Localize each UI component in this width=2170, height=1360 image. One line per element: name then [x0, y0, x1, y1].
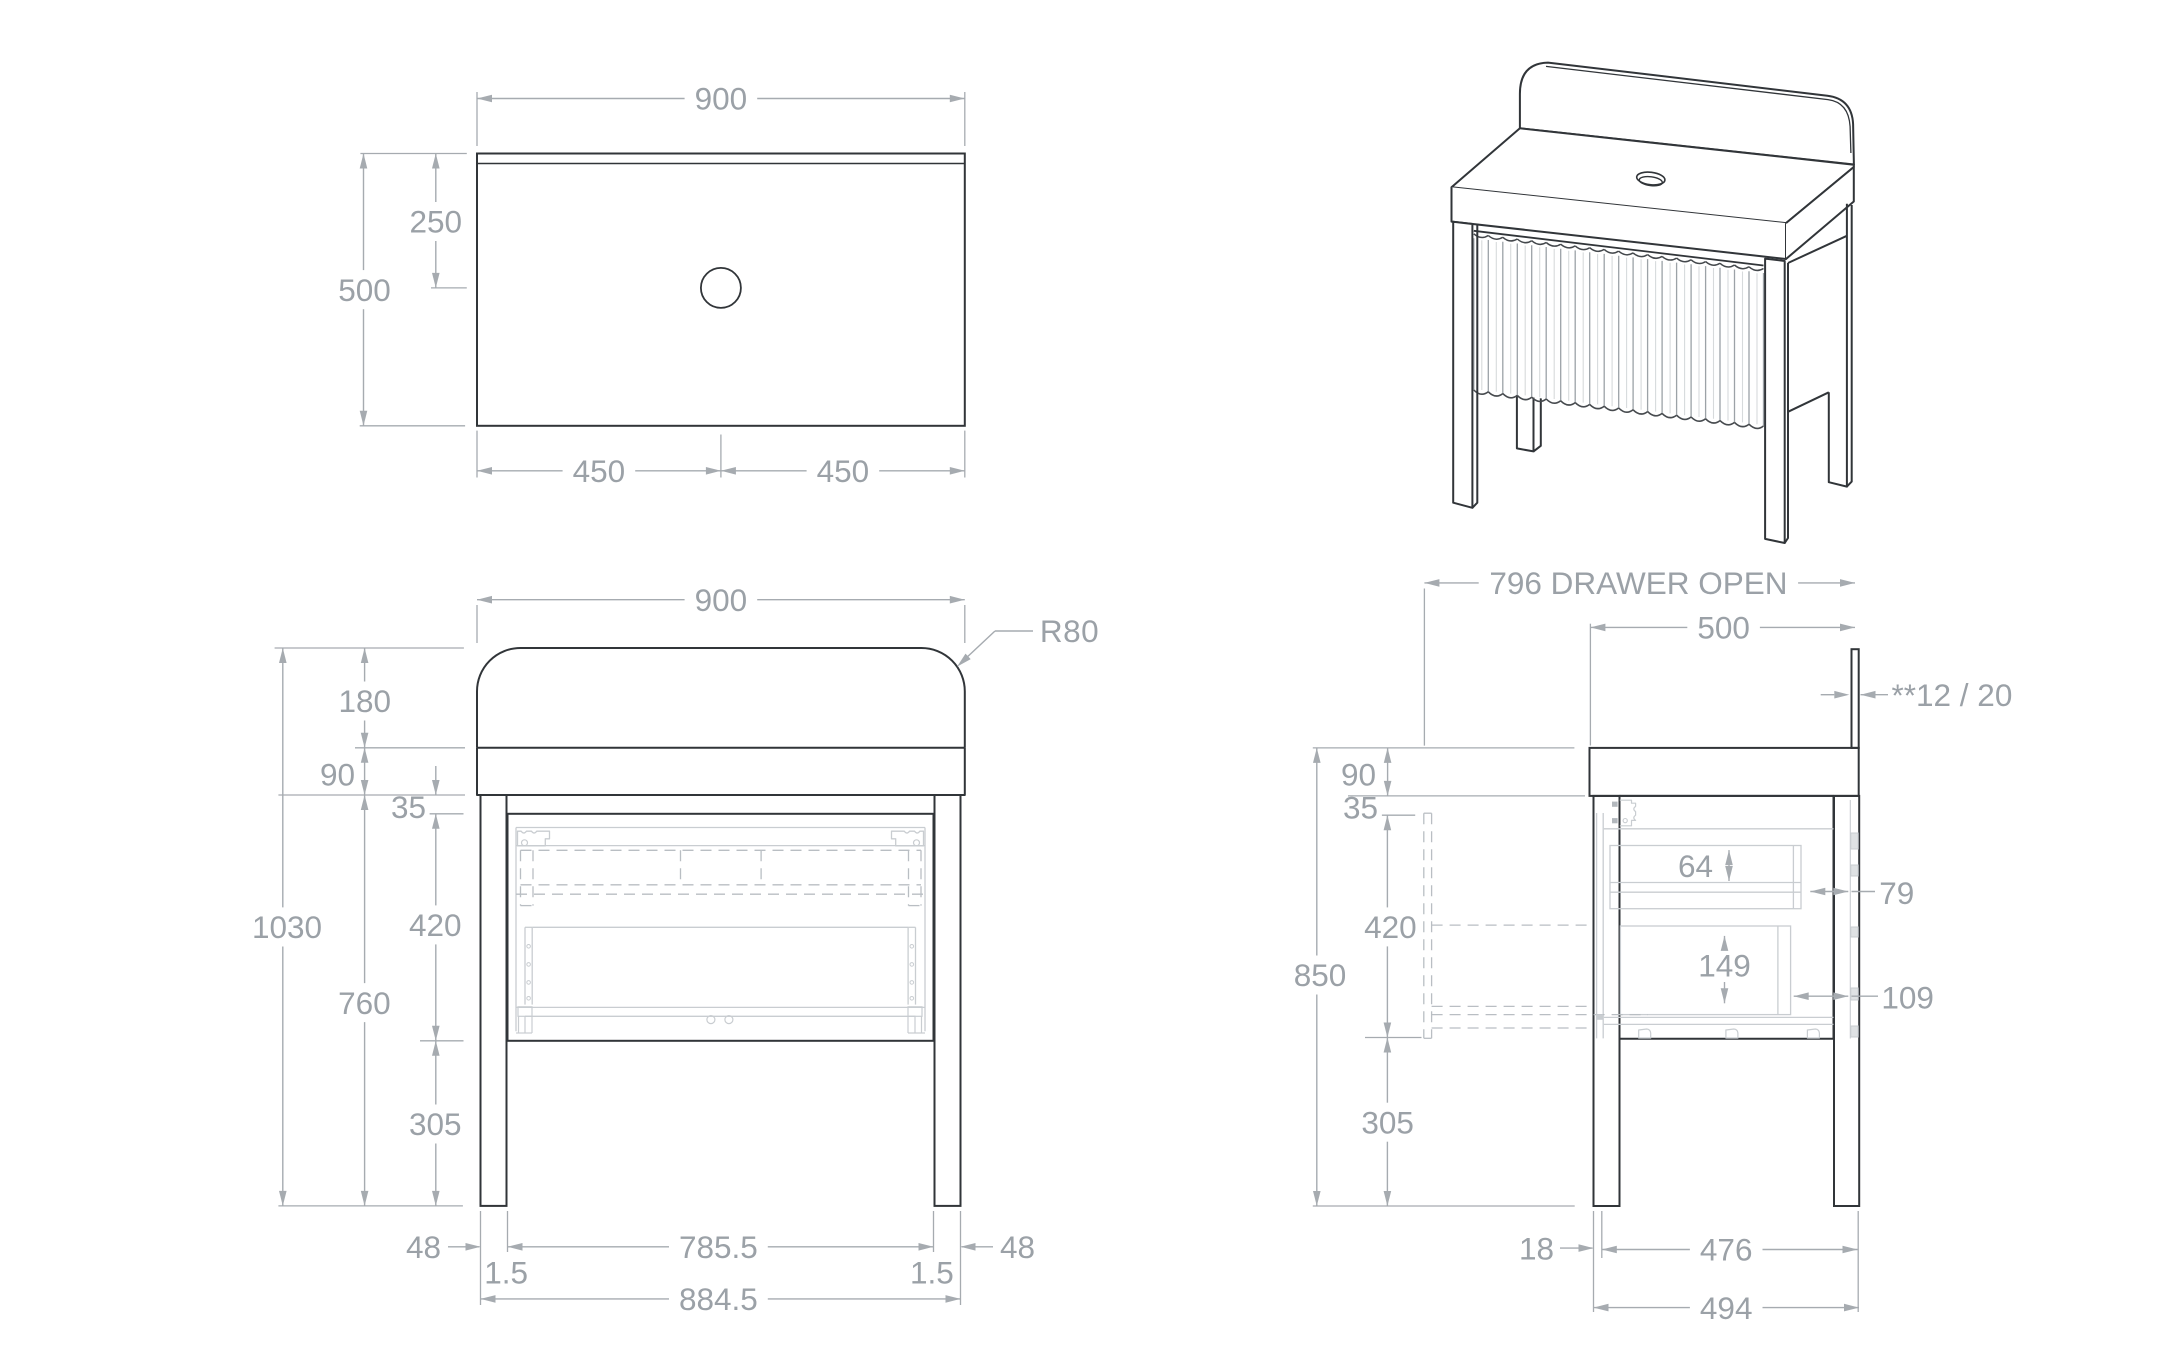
svg-text:64: 64	[1678, 848, 1713, 884]
svg-text:500: 500	[1697, 610, 1750, 646]
svg-text:1.5: 1.5	[484, 1255, 528, 1291]
svg-text:900: 900	[695, 81, 748, 117]
svg-text:900: 900	[695, 582, 748, 618]
svg-text:450: 450	[573, 453, 626, 489]
svg-text:796 DRAWER OPEN: 796 DRAWER OPEN	[1489, 565, 1787, 601]
svg-text:35: 35	[391, 789, 426, 825]
svg-text:149: 149	[1698, 948, 1751, 984]
svg-text:760: 760	[338, 985, 391, 1021]
svg-text:180: 180	[339, 683, 392, 719]
svg-text:785.5: 785.5	[679, 1229, 758, 1265]
svg-text:**12 / 20: **12 / 20	[1892, 677, 2013, 713]
svg-text:48: 48	[406, 1229, 441, 1265]
svg-text:35: 35	[1343, 790, 1378, 826]
svg-text:90: 90	[320, 757, 355, 793]
svg-text:109: 109	[1881, 980, 1934, 1016]
svg-text:250: 250	[410, 204, 463, 240]
svg-text:1.5: 1.5	[910, 1255, 954, 1291]
svg-text:500: 500	[338, 272, 391, 308]
svg-text:494: 494	[1700, 1290, 1753, 1326]
svg-text:850: 850	[1294, 957, 1347, 993]
svg-text:305: 305	[1361, 1104, 1414, 1140]
svg-text:420: 420	[409, 907, 462, 943]
svg-text:420: 420	[1364, 909, 1417, 945]
svg-text:450: 450	[817, 453, 870, 489]
svg-text:305: 305	[409, 1106, 462, 1142]
svg-text:90: 90	[1341, 757, 1376, 793]
svg-text:476: 476	[1700, 1232, 1753, 1268]
svg-text:18: 18	[1519, 1230, 1554, 1266]
svg-text:1030: 1030	[252, 909, 322, 945]
svg-text:79: 79	[1879, 875, 1914, 911]
svg-text:884.5: 884.5	[679, 1281, 758, 1317]
svg-text:48: 48	[1000, 1229, 1035, 1265]
svg-text:R80: R80	[1040, 613, 1099, 649]
